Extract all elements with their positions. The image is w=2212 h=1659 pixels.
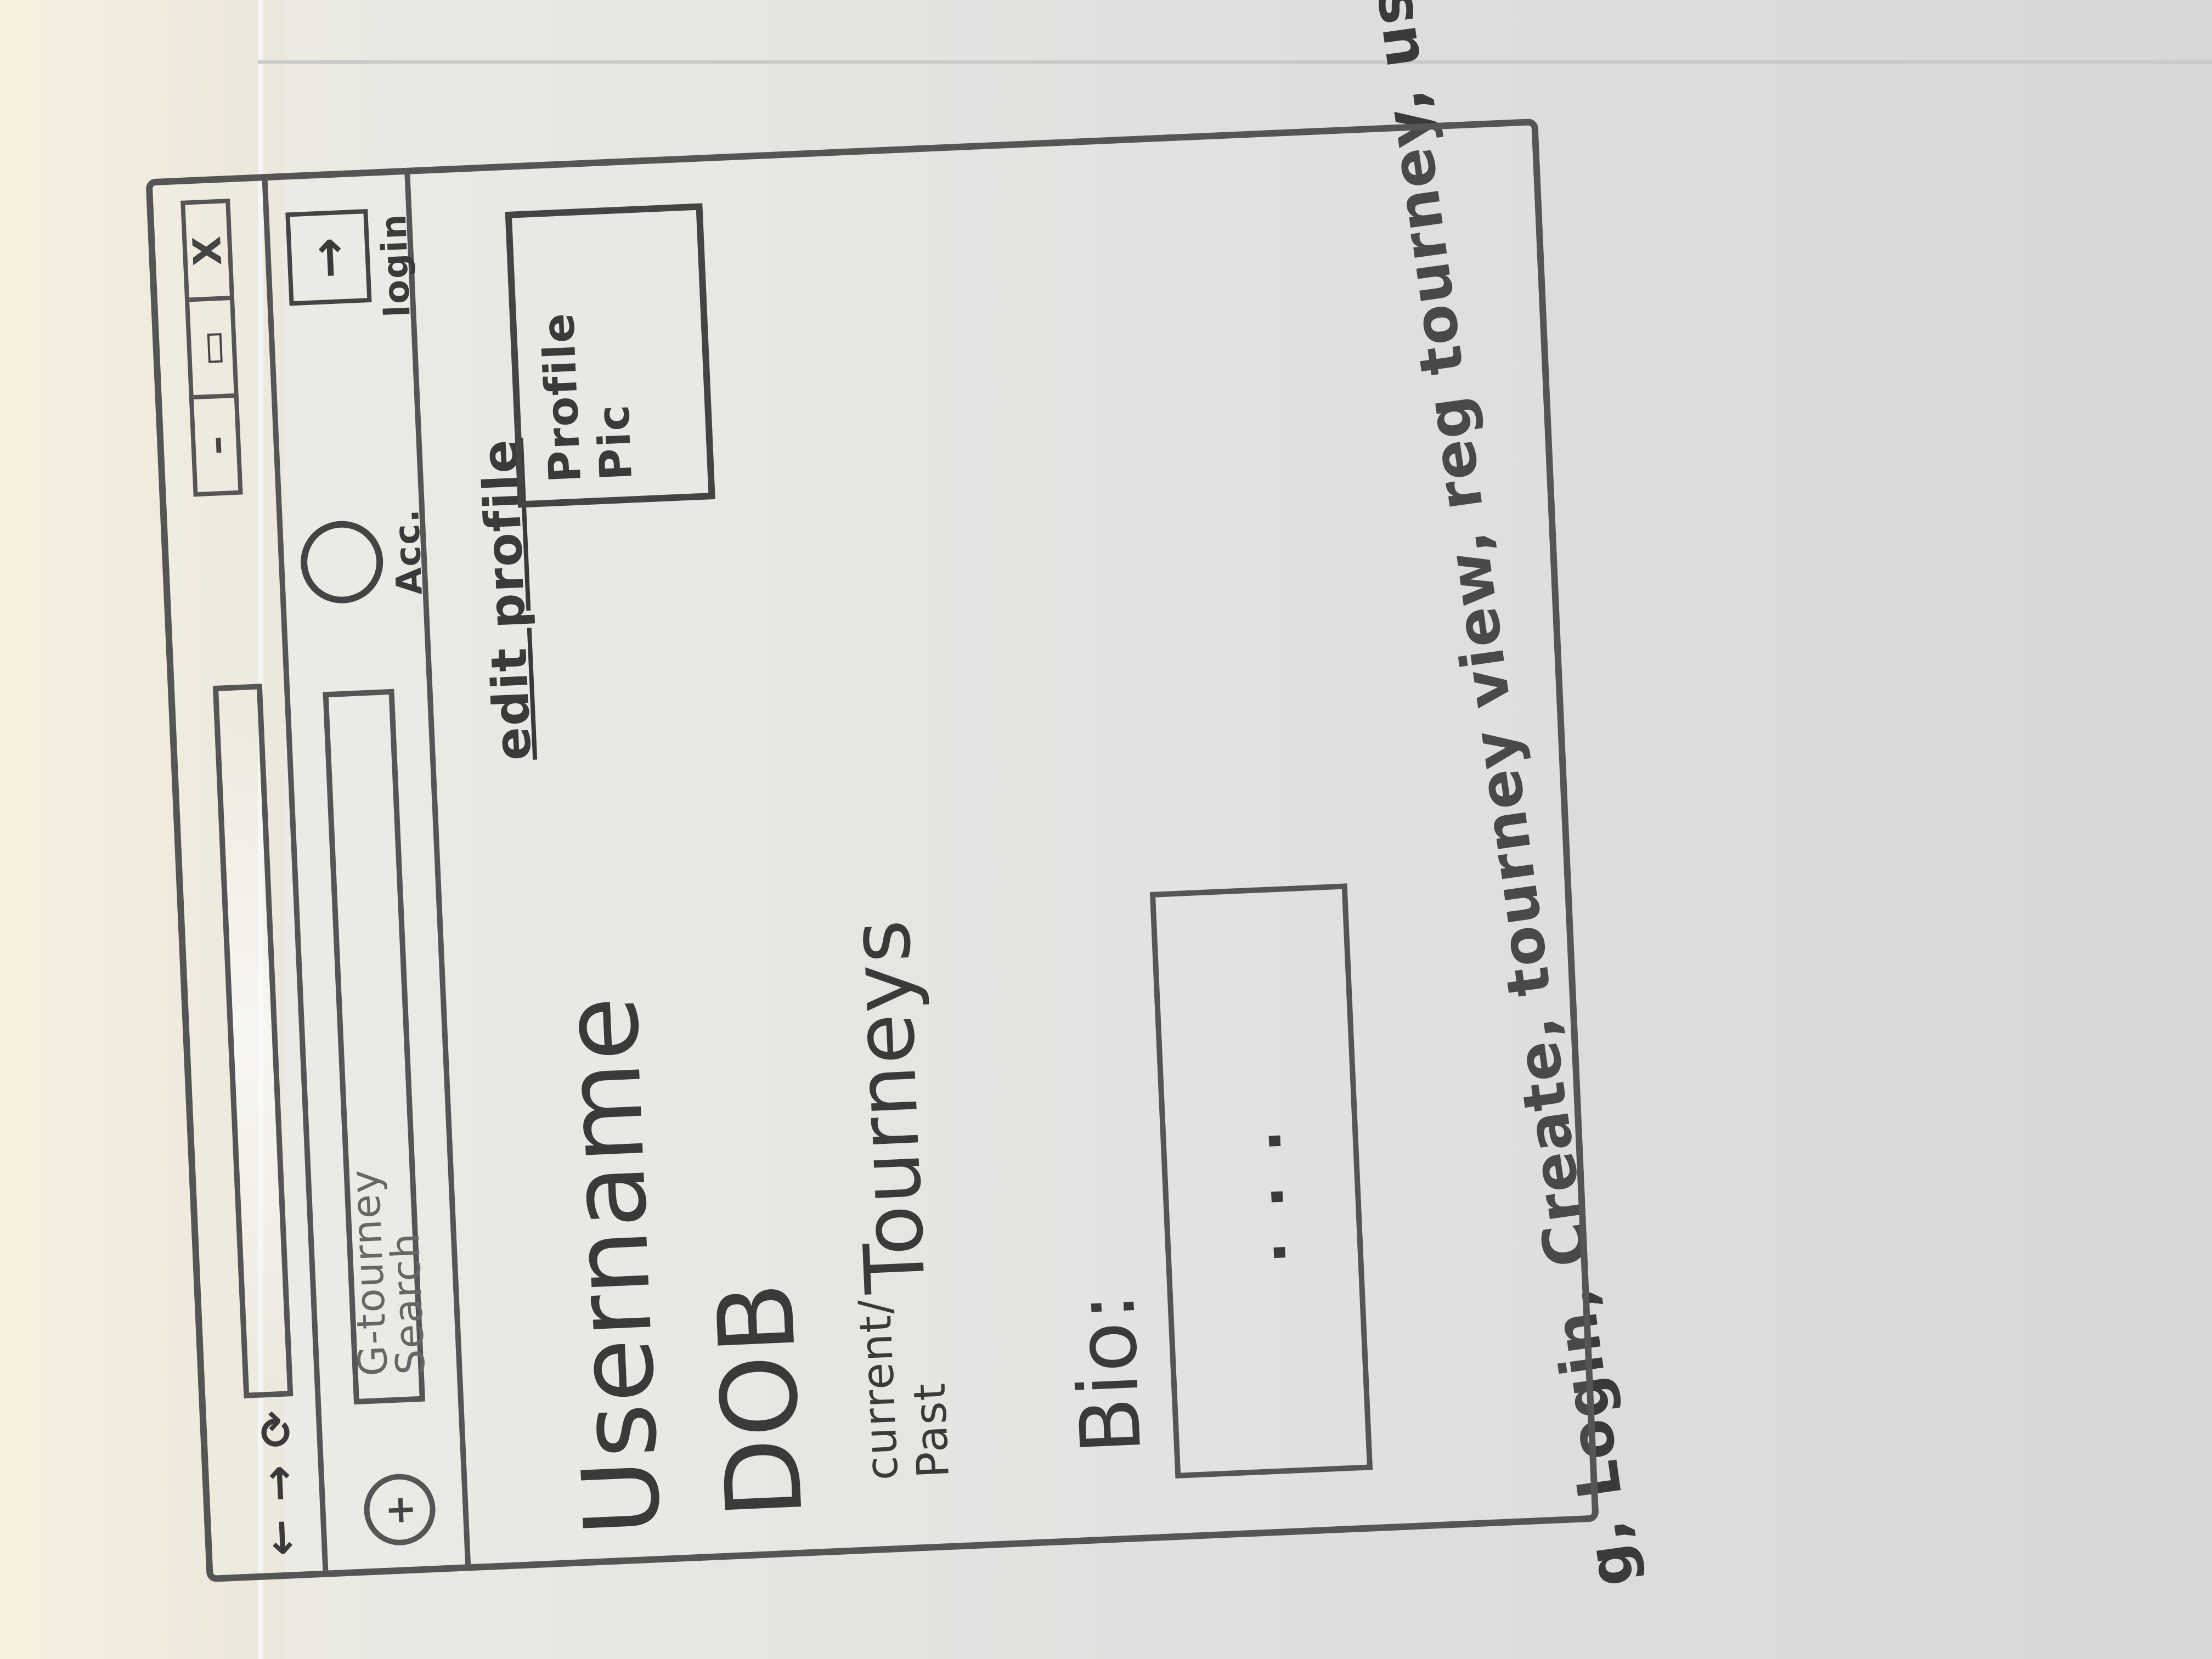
login-label: login bbox=[373, 212, 419, 318]
bio-field[interactable]: ... bbox=[1149, 883, 1373, 1479]
account-icon[interactable] bbox=[298, 519, 385, 605]
sketch-stage: g, Login, Create, tourney view, reg tour… bbox=[132, 0, 2212, 1613]
bio-label: Bio: bbox=[1057, 1290, 1160, 1456]
dob-label: DOB bbox=[695, 1279, 826, 1521]
search-input[interactable]: G-tourney Search bbox=[323, 689, 434, 1405]
tourneys-current-label: current/ bbox=[849, 1297, 909, 1482]
close-button[interactable]: X bbox=[184, 203, 230, 302]
tourneys-label: Tourneys bbox=[832, 917, 945, 1295]
login-icon[interactable]: → bbox=[285, 209, 372, 306]
home-icon[interactable]: + bbox=[362, 1472, 437, 1547]
nav-arrows[interactable]: ← → ⟳ bbox=[250, 1408, 308, 1558]
minimize-button[interactable]: – bbox=[193, 433, 239, 456]
address-bar[interactable] bbox=[212, 684, 294, 1398]
browser-window-sketch: ← → ⟳ – ▭ X + G-tourney Search Acc. bbox=[145, 118, 1599, 1583]
window-controls: – ▭ X bbox=[180, 198, 243, 497]
whiteboard-seam bbox=[258, 60, 2212, 64]
sketch-canvas: g, Login, Create, tourney view, reg tour… bbox=[132, 0, 1648, 1613]
search-placeholder: Search bbox=[381, 1231, 434, 1376]
account-label: Acc. bbox=[386, 507, 431, 596]
tourneys-past-label: Past bbox=[904, 1381, 959, 1480]
maximize-button[interactable]: ▭ bbox=[188, 300, 235, 399]
tourneys-status-label: current/ Past bbox=[849, 1295, 959, 1481]
username-label: Username bbox=[539, 993, 684, 1538]
profile-pic[interactable]: Profile Pic bbox=[505, 203, 715, 508]
